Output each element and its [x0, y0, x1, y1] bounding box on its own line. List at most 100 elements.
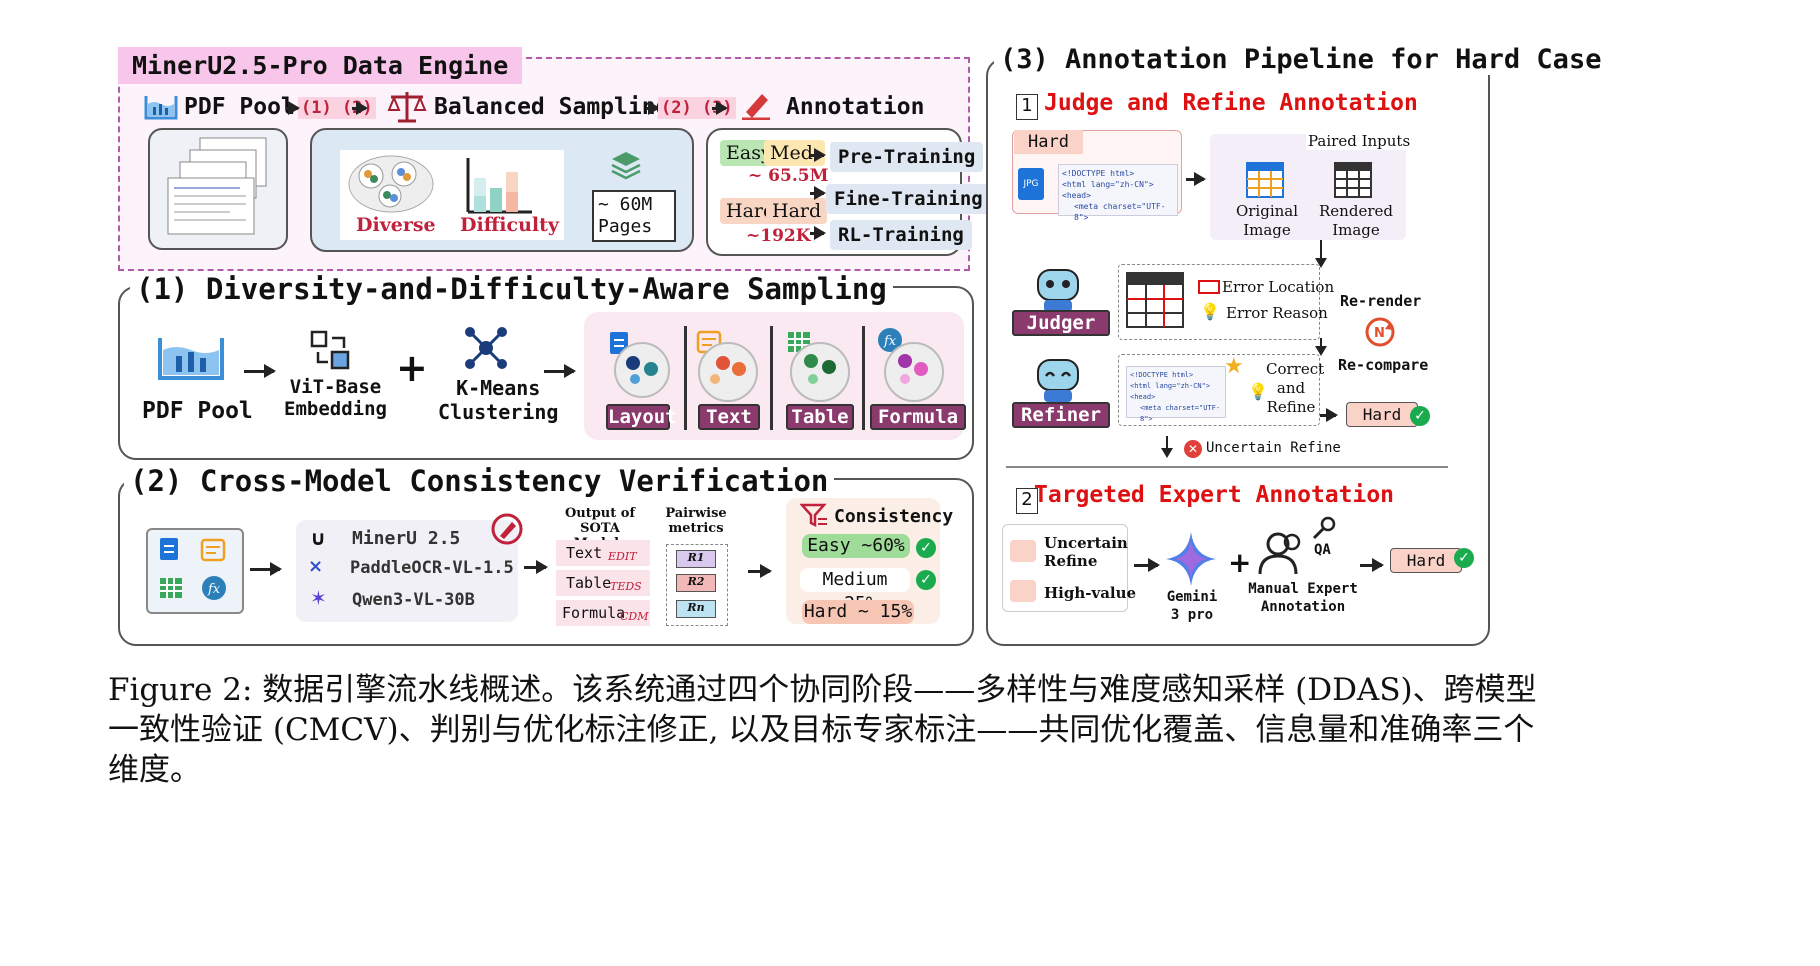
svg-text:fx: fx — [207, 582, 221, 597]
recompare-label: Re-compare — [1338, 356, 1429, 374]
highvalue-label: High-value — [1044, 584, 1137, 602]
error-table-icon — [1126, 272, 1184, 332]
step1-title: Judge and Refine Annotation — [1044, 90, 1418, 116]
uncertain-arrow — [1166, 436, 1168, 450]
pipeline-arrow-1 — [1186, 172, 1206, 186]
engine-arrow-1 — [286, 101, 300, 115]
diverse-clusters-icon — [346, 154, 436, 218]
consistency-arrow-2 — [524, 560, 548, 574]
pipeline-arrow-down-2-head — [1315, 346, 1327, 356]
code-line: <!DOCTYPE html> — [1130, 371, 1194, 379]
formula-dot-3 — [900, 374, 910, 384]
difficulty-bars-icon — [466, 158, 532, 218]
pipeline-arrow-down-1-head — [1315, 258, 1327, 268]
rendered-image-label: Rendered Image — [1319, 202, 1393, 239]
rendered-image-icon — [1334, 162, 1372, 202]
kmeans-icon — [464, 326, 508, 374]
uncertain-checkbox — [1010, 540, 1036, 562]
error-location-icon — [1198, 280, 1220, 294]
cross-icon: ✕ — [1184, 440, 1202, 458]
kmeans-label: K-Means Clustering — [438, 376, 559, 424]
text-dot-2 — [732, 362, 746, 376]
engine-pdf-pool-label: PDF Pool — [184, 94, 295, 120]
pen-icon — [740, 88, 774, 124]
error-reason-icon: 💡 — [1200, 302, 1220, 321]
output-table-metric: TEDS — [610, 580, 642, 593]
formula-label: Formula — [870, 404, 966, 430]
output-table-name: Table — [566, 574, 612, 592]
function-icon: fx — [200, 574, 228, 606]
hard-output-1: Hard — [1346, 402, 1418, 427]
pairwise-r1: R1 — [676, 550, 716, 568]
pipeline-title: (3) Annotation Pipeline for Hard Case — [994, 44, 1608, 75]
sampling-pdf-icon — [156, 334, 226, 384]
sampling-title: (1) Diversity-and-Difficulty-Aware Sampl… — [130, 272, 893, 306]
pipeline-divider — [1006, 466, 1448, 468]
output-row-formula — [556, 600, 650, 626]
pairwise-title: Pairwise metrics — [665, 506, 727, 536]
rltrain-arrow — [810, 226, 826, 240]
output-formula-name: Formula — [562, 604, 626, 622]
refiner-label: Refiner — [1012, 402, 1110, 428]
manual-label: Manual Expert Annotation — [1248, 581, 1358, 615]
pipeline-arrow-2 — [1320, 408, 1338, 422]
layout-dot-3 — [630, 374, 640, 384]
svg-text:fx: fx — [883, 334, 897, 349]
grid-icon — [158, 576, 184, 604]
original-image-icon — [1246, 162, 1284, 202]
vit-label: ViT-Base Embedding — [284, 376, 387, 420]
model-qwen: Qwen3-VL-30B — [352, 590, 475, 610]
star-icon: ★ — [1224, 354, 1244, 379]
step2-num: 2 — [1016, 488, 1038, 514]
engine-arrow-2b — [712, 101, 728, 115]
expert-arrow-2 — [1360, 558, 1384, 572]
expert-person-icon — [1258, 530, 1304, 580]
judger-label: Judger — [1012, 310, 1110, 336]
code-line: <!DOCTYPE html> — [1062, 169, 1135, 178]
highvalue-checkbox — [1010, 580, 1036, 602]
rltraining-label: RL-Training — [830, 220, 972, 250]
wrench-icon — [1312, 516, 1336, 544]
finetraining-label: Fine-Training — [826, 184, 991, 214]
models-card — [296, 520, 518, 622]
easy-check-icon: ✓ — [916, 538, 936, 558]
table-label: Table — [786, 404, 854, 430]
plus-icon: + — [396, 346, 428, 390]
pdf-pages-image — [160, 134, 272, 242]
judger-robot-icon — [1030, 262, 1086, 318]
layout-dot-1 — [626, 356, 640, 370]
code-snippet-1: <!DOCTYPE html> <html lang="zh-CN"> <hea… — [1058, 164, 1178, 222]
table-dot-1 — [804, 354, 818, 368]
engine-arrow-2 — [646, 101, 660, 115]
engine-arrow-1b — [352, 101, 368, 115]
hard-final-check-icon: ✓ — [1454, 548, 1474, 568]
model-mineru: MinerU 2.5 — [352, 528, 461, 549]
formula-dot-1 — [898, 354, 912, 368]
pairwise-box — [666, 544, 728, 626]
finetrain-arrow — [810, 186, 826, 200]
step2-title: Targeted Expert Annotation — [1034, 482, 1395, 508]
paired-inputs-card — [1210, 134, 1406, 240]
code-line: <meta charset="UTF-8"> — [1074, 202, 1166, 222]
note-icon — [200, 538, 226, 566]
pdf-pool-icon — [144, 92, 178, 124]
funnel-icon — [799, 502, 828, 532]
code-line: <head> — [1062, 191, 1091, 200]
text-dot-1 — [716, 356, 730, 370]
pages-label: ~ 60M Pages — [592, 190, 676, 242]
svg-text:N: N — [1374, 326, 1385, 341]
sampling-pdf-label: PDF Pool — [142, 398, 253, 424]
uncertain-arrow-head — [1161, 448, 1173, 458]
qwen-icon: ✶ — [310, 586, 327, 610]
engine-annotation-label: Annotation — [786, 94, 925, 120]
gemini-icon — [1166, 532, 1216, 590]
pairwise-r2: R2 — [676, 574, 716, 592]
code-line: <head> — [1130, 393, 1156, 401]
scale-icon — [386, 88, 428, 128]
pretraining-label: Pre-Training — [830, 142, 984, 172]
data-engine-title: MinerU2.5-Pro Data Engine — [118, 47, 523, 84]
level-medium: Medium ~25% — [800, 568, 910, 614]
code-line: <html lang="zh-CN"> — [1062, 180, 1154, 189]
original-image-label: Original Image — [1235, 202, 1299, 239]
bulb-icon: 💡 — [1248, 382, 1268, 401]
